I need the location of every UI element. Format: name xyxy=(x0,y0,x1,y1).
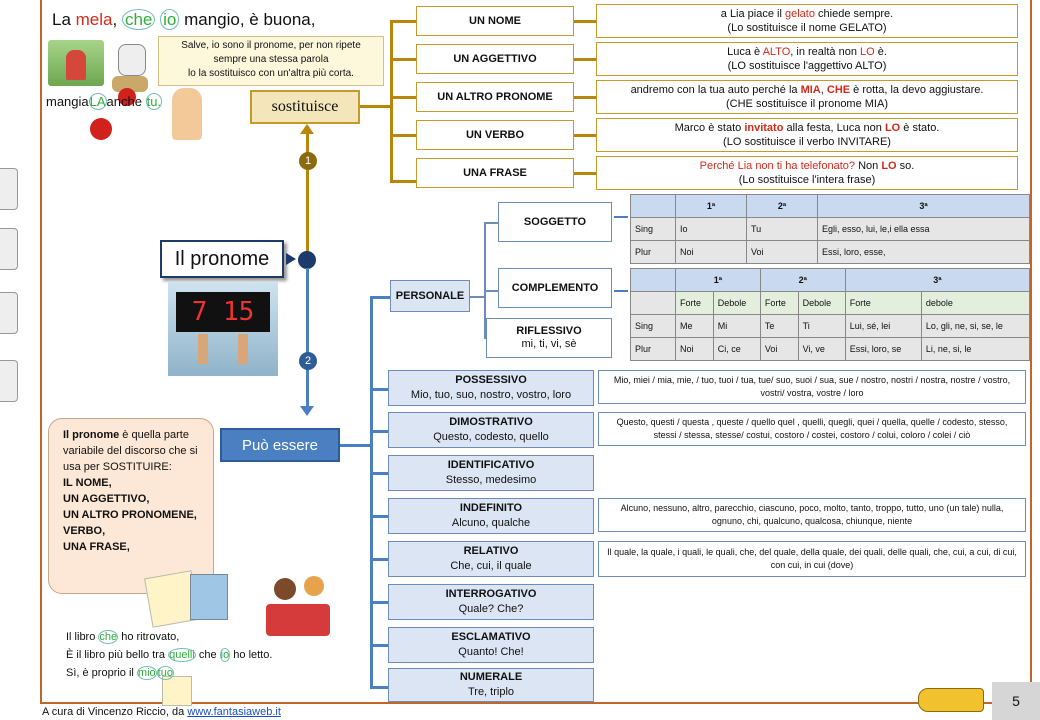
gold-branch xyxy=(574,96,596,99)
soggetto-box: SOGGETTO xyxy=(498,202,612,242)
blue-link xyxy=(340,444,372,447)
puo-essere-box: Può essere xyxy=(220,428,340,462)
gold-branch xyxy=(390,134,416,137)
gold-branch xyxy=(390,58,416,61)
definition-box: Il pronome è quella parte variabile del … xyxy=(48,418,214,594)
child-image xyxy=(172,88,202,140)
arrow-down-blue xyxy=(300,406,314,416)
gold-branch xyxy=(390,20,416,23)
complemento-arrow-icon xyxy=(614,290,628,292)
book-sentence: Il libro che ho ritrovato, È il libro pi… xyxy=(66,630,273,680)
intro-sentence: La mela, che io mangio, è buona, xyxy=(52,9,316,30)
sostituisce-box: sostituisce xyxy=(250,90,360,124)
personale-link xyxy=(470,296,484,298)
arrow-up-gold xyxy=(300,124,314,134)
gold-branch xyxy=(574,20,596,23)
blue-branch xyxy=(370,388,388,391)
personale-branch xyxy=(484,290,498,292)
mangia-sentence: mangiaLAanche tu. xyxy=(46,93,163,110)
example-frase: Perché Lia non ti ha telefonato? Non LO … xyxy=(596,156,1018,190)
pointing-hand-icon[interactable] xyxy=(918,688,984,712)
complemento-box: COMPLEMENTO xyxy=(498,268,612,308)
side-tab-2[interactable] xyxy=(0,228,18,270)
blue-branch xyxy=(370,430,388,433)
personale-branch xyxy=(484,222,498,224)
replace-label-pronome: UN ALTRO PRONOME xyxy=(416,82,574,112)
book-image xyxy=(190,574,228,620)
gold-branch xyxy=(390,180,416,183)
apple-icon xyxy=(90,118,112,140)
replace-label-verbo: UN VERBO xyxy=(416,120,574,150)
gold-trunk xyxy=(306,126,309,256)
gold-branch xyxy=(574,58,596,61)
replace-label-frase: UNA FRASE xyxy=(416,158,574,188)
gold-branch xyxy=(574,134,596,137)
apple-icon xyxy=(118,88,136,106)
website-link[interactable]: www.fantasiaweb.it xyxy=(187,706,281,718)
scoreboard-display: 7 15 xyxy=(176,292,270,332)
children-reading-image xyxy=(262,574,336,644)
blue-bracket xyxy=(370,296,373,688)
side-tab-1[interactable] xyxy=(0,168,18,210)
page-number: 5 xyxy=(992,682,1040,720)
speech-bubble: Salve, io sono il pronome, per non ripet… xyxy=(158,36,384,86)
example-pronome: andremo con la tua auto perché la MIA, C… xyxy=(596,80,1018,114)
side-tab-4[interactable] xyxy=(0,360,18,402)
personale-bracket xyxy=(484,222,486,338)
desc-relativo: Il quale, la quale, i quali, le quali, c… xyxy=(598,541,1026,577)
desc-dimostrativo: Questo, questi / questa , queste / quell… xyxy=(598,412,1026,446)
scoreboard-image: 7 15 xyxy=(168,282,278,376)
replace-label-aggettivo: UN AGGETTIVO xyxy=(416,44,574,74)
personale-box: PERSONALE xyxy=(390,280,470,312)
soggetto-arrow-icon xyxy=(614,216,628,218)
page-frame xyxy=(40,0,1032,704)
title-arrow-icon xyxy=(286,253,296,265)
gold-branch xyxy=(574,172,596,175)
gold-branch xyxy=(390,96,416,99)
blue-trunk xyxy=(306,268,309,408)
blue-branch xyxy=(370,601,388,604)
gold-link xyxy=(360,105,390,108)
side-tab-3[interactable] xyxy=(0,292,18,334)
footer-credit: A cura di Vincenzo Riccio, da www.fantas… xyxy=(42,706,281,718)
page-title: Il pronome xyxy=(160,240,284,278)
desc-indefinito: Alcuno, nessuno, altro, parecchio, ciasc… xyxy=(598,498,1026,532)
badge-2: 2 xyxy=(299,352,317,370)
gold-bracket xyxy=(390,20,393,182)
blue-branch xyxy=(370,686,388,689)
connector-dot xyxy=(298,251,316,269)
blue-branch xyxy=(370,558,388,561)
pronoun-mascot-image xyxy=(108,36,156,96)
blue-branch xyxy=(370,472,388,475)
blue-branch xyxy=(370,644,388,647)
example-aggettivo: Luca è ALTO, in realtà non LO è. (LO sos… xyxy=(596,42,1018,76)
blue-branch xyxy=(370,296,390,299)
badge-1: 1 xyxy=(299,152,317,170)
example-nome: a Lia piace il gelato chiede sempre. (Lo… xyxy=(596,4,1018,38)
book-image xyxy=(162,676,192,706)
desc-possessivo: Mio, miei / mia, mie, / tuo, tuoi / tua,… xyxy=(598,370,1026,404)
blue-branch xyxy=(370,515,388,518)
replace-label-nome: UN NOME xyxy=(416,6,574,36)
example-verbo: Marco è stato invitato alla festa, Luca … xyxy=(596,118,1018,152)
girl-apples-image xyxy=(48,40,104,86)
